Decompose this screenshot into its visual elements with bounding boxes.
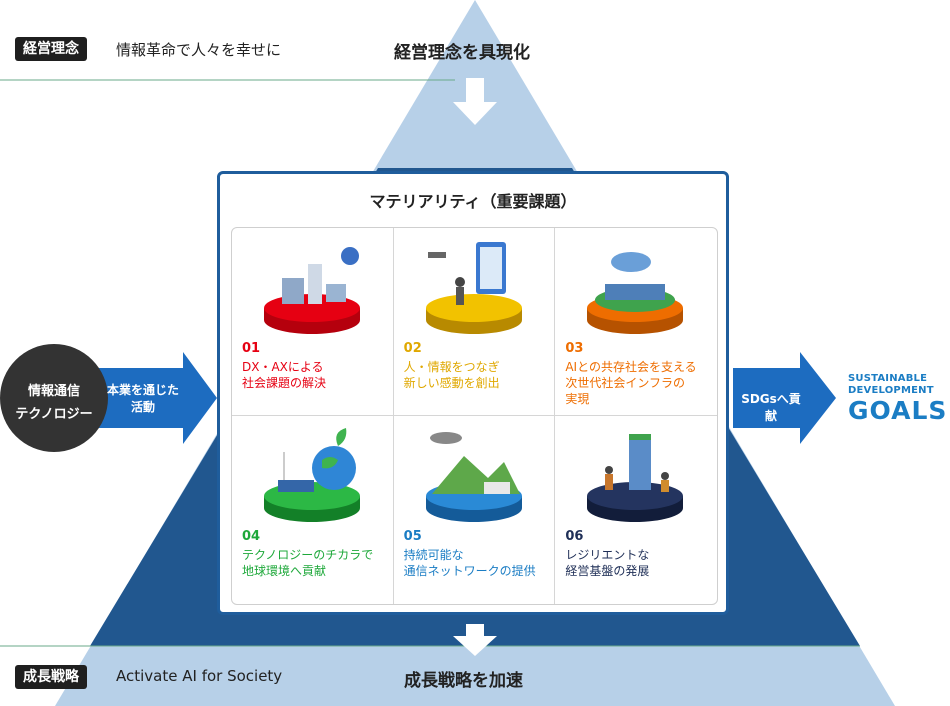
sdgs-logo-line1: SUSTAINABLE xyxy=(848,373,928,384)
core-business-line1: 本業を通じた xyxy=(106,383,179,397)
materiality-item-01: 01 DX・AXによる 社会課題の解決 xyxy=(232,228,394,416)
materiality-line: 社会課題の解決 xyxy=(242,376,327,390)
materiality-line: 実現 xyxy=(565,392,590,406)
philosophy-text: 情報革命で人々を幸せに xyxy=(116,41,282,59)
philosophy-heading: 経営理念を具現化 xyxy=(394,43,530,63)
materiality-text: DX・AXによる 社会課題の解決 xyxy=(242,359,392,391)
strategy-tag: 成長戦略 xyxy=(15,665,87,689)
materiality-number: 02 xyxy=(403,341,422,356)
down-arrow-top xyxy=(453,78,497,125)
core-business-label: 本業を通じた 活動 xyxy=(104,382,182,416)
sdgs-logo-line2: DEVELOPMENT xyxy=(848,385,934,396)
materiality-line: 通信ネットワークの提供 xyxy=(403,564,536,578)
materiality-text: レジリエントな 経営基盤の発展 xyxy=(565,547,715,579)
environment-illustration-icon xyxy=(264,428,360,522)
right-arrow-right xyxy=(733,352,836,444)
materiality-number: 01 xyxy=(242,341,261,356)
strategy-heading: 成長戦略を加速 xyxy=(404,671,523,691)
sdgs-logo: SUSTAINABLE DEVELOPMENT GOALS xyxy=(848,373,948,425)
materiality-line: 持続可能な xyxy=(403,548,464,562)
sdgs-logo-goals: GOALS xyxy=(848,396,948,425)
infrastructure-illustration-icon xyxy=(587,252,684,334)
down-arrow-bottom xyxy=(453,624,497,656)
materiality-number: 06 xyxy=(565,529,584,544)
materiality-text: AIとの共存社会を支える 次世代社会インフラの 実現 xyxy=(565,359,715,407)
ict-circle: 情報通信 テクノロジー xyxy=(0,344,108,452)
materiality-line: 経営基盤の発展 xyxy=(565,564,650,578)
materiality-line: 次世代社会インフラの xyxy=(565,376,685,390)
materiality-item-04: 04 テクノロジーのチカラで 地球環境へ貢献 xyxy=(232,416,394,604)
materiality-line: 地球環境へ貢献 xyxy=(242,564,327,578)
materiality-line: AIとの共存社会を支える xyxy=(565,360,697,374)
materiality-text: 持続可能な 通信ネットワークの提供 xyxy=(404,547,554,579)
materiality-grid: 01 DX・AXによる 社会課題の解決 02 人・情報をつなぎ 新しい xyxy=(231,227,718,605)
materiality-item-06: 06 レジリエントな 経営基盤の発展 xyxy=(555,416,717,604)
materiality-card: マテリアリティ（重要課題） 01 DX・AXによる 社会課題の解決 xyxy=(217,171,729,615)
materiality-item-03: 03 AIとの共存社会を支える 次世代社会インフラの 実現 xyxy=(555,228,717,416)
network-illustration-icon xyxy=(425,432,522,522)
philosophy-tag: 経営理念 xyxy=(15,37,87,61)
right-arrow-left xyxy=(99,352,217,444)
materiality-item-05: 05 持続可能な 通信ネットワークの提供 xyxy=(394,416,556,604)
materiality-item-02: 02 人・情報をつなぎ 新しい感動を創出 xyxy=(393,228,556,416)
materiality-text: 人・情報をつなぎ 新しい感動を創出 xyxy=(404,359,554,391)
materiality-title: マテリアリティ（重要課題） xyxy=(369,192,577,211)
materiality-line: DX・AXによる xyxy=(242,360,324,374)
materiality-line: テクノロジーのチカラで xyxy=(242,548,374,562)
dx-illustration-icon xyxy=(264,247,360,334)
materiality-number: 04 xyxy=(242,529,261,544)
materiality-line: 人・情報をつなぎ xyxy=(403,360,500,374)
ict-circle-line1: 情報通信 xyxy=(27,384,80,399)
connect-illustration-icon xyxy=(425,242,522,334)
resilience-illustration-icon xyxy=(587,434,684,522)
materiality-line: 新しい感動を創出 xyxy=(403,376,500,390)
sdgs-arrow-label: SDGsへ貢献 xyxy=(741,392,801,423)
materiality-number: 03 xyxy=(565,341,584,356)
materiality-text: テクノロジーのチカラで 地球環境へ貢献 xyxy=(242,547,392,579)
core-business-line2: 活動 xyxy=(130,400,155,414)
materiality-number: 05 xyxy=(403,529,422,544)
ict-circle-line2: テクノロジー xyxy=(15,407,93,422)
strategy-text: Activate AI for Society xyxy=(116,667,283,685)
materiality-line: レジリエントな xyxy=(565,548,650,562)
